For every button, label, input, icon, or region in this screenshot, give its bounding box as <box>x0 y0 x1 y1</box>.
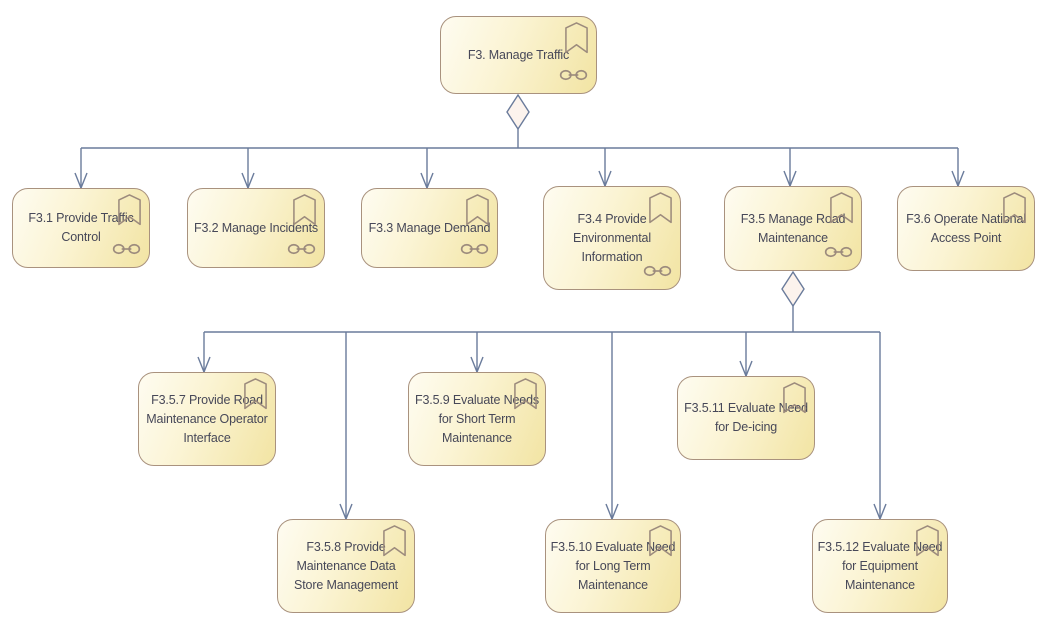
bookmark-icon <box>292 193 317 232</box>
bookmark-icon <box>915 524 940 563</box>
function-box-F3.3[interactable]: F3.3 Manage Demand <box>361 188 498 268</box>
bookmark-icon <box>829 191 854 230</box>
function-box-label: Maintenance Data <box>296 558 396 573</box>
function-box-label: F3.5.10 Evaluate Need <box>550 539 676 554</box>
function-box-label: F3.5.12 Evaluate Need <box>817 539 943 554</box>
function-box-label: F3.5 Manage Road <box>740 211 846 226</box>
function-box-label: Interface <box>183 430 231 445</box>
function-box-F3[interactable]: F3. Manage Traffic <box>440 16 597 94</box>
bookmark-icon <box>648 191 673 230</box>
bookmark-icon <box>117 193 142 232</box>
aggregation-diamond <box>506 93 530 131</box>
bookmark-icon <box>243 377 268 416</box>
function-box-label: F3.5.9 Evaluate Needs <box>414 392 539 407</box>
function-box-label: Control <box>61 230 101 244</box>
chain-link-icon <box>287 242 316 262</box>
function-box-label: F3.6 Operate National <box>906 211 1026 226</box>
function-box-label: Maintenance Operator <box>146 411 268 426</box>
function-box-label: for Long Term <box>575 558 651 573</box>
function-box-label: F3. Manage Traffic <box>467 47 570 62</box>
bookmark-icon <box>564 21 589 60</box>
function-box-label: Information <box>581 249 643 264</box>
aggregation-connector-F3.5 <box>197 270 887 520</box>
function-box-label: Environmental <box>573 230 651 245</box>
function-box-F3.5.11[interactable]: F3.5.11 Evaluate Need for De-icing <box>677 376 815 460</box>
function-box-label: Store Management <box>294 577 398 592</box>
function-box-label: F3.5.8 Provide <box>306 539 386 554</box>
function-box-label: for De-icing <box>714 420 778 434</box>
function-box-label: Maintenance <box>845 577 915 592</box>
chain-link-icon <box>824 245 853 265</box>
chain-link-icon <box>559 68 588 88</box>
bookmark-icon <box>1002 191 1027 230</box>
bookmark-icon <box>782 381 807 420</box>
function-box-F3.2[interactable]: F3.2 Manage Incidents <box>187 188 325 268</box>
function-box-label: F3.4 Provide <box>577 211 647 226</box>
bookmark-icon <box>648 524 673 563</box>
function-box-label: F3.5.7 Provide Road <box>151 392 263 407</box>
function-box-label: for Equipment <box>842 558 918 573</box>
chain-link-icon <box>112 242 141 262</box>
function-box-label: Maintenance <box>758 230 828 245</box>
function-box-label: F3.1 Provide Traffic <box>28 211 134 225</box>
function-box-label: Maintenance <box>578 577 648 592</box>
aggregation-diamond <box>781 270 805 308</box>
function-box-label: Maintenance <box>442 430 512 445</box>
chain-link-icon <box>460 242 489 262</box>
chain-link-icon <box>643 264 672 284</box>
bookmark-icon <box>382 524 407 563</box>
function-box-label: F3.5.11 Evaluate Need <box>684 401 808 415</box>
function-box-label: for Short Term <box>438 411 516 426</box>
bookmark-icon <box>513 377 538 416</box>
aggregation-connector-F3 <box>74 93 965 189</box>
function-box-label: F3.2 Manage Incidents <box>193 220 318 235</box>
function-box-label: Access Point <box>930 230 1002 245</box>
bookmark-icon <box>465 193 490 232</box>
function-box-label: F3.3 Manage Demand <box>368 220 491 235</box>
